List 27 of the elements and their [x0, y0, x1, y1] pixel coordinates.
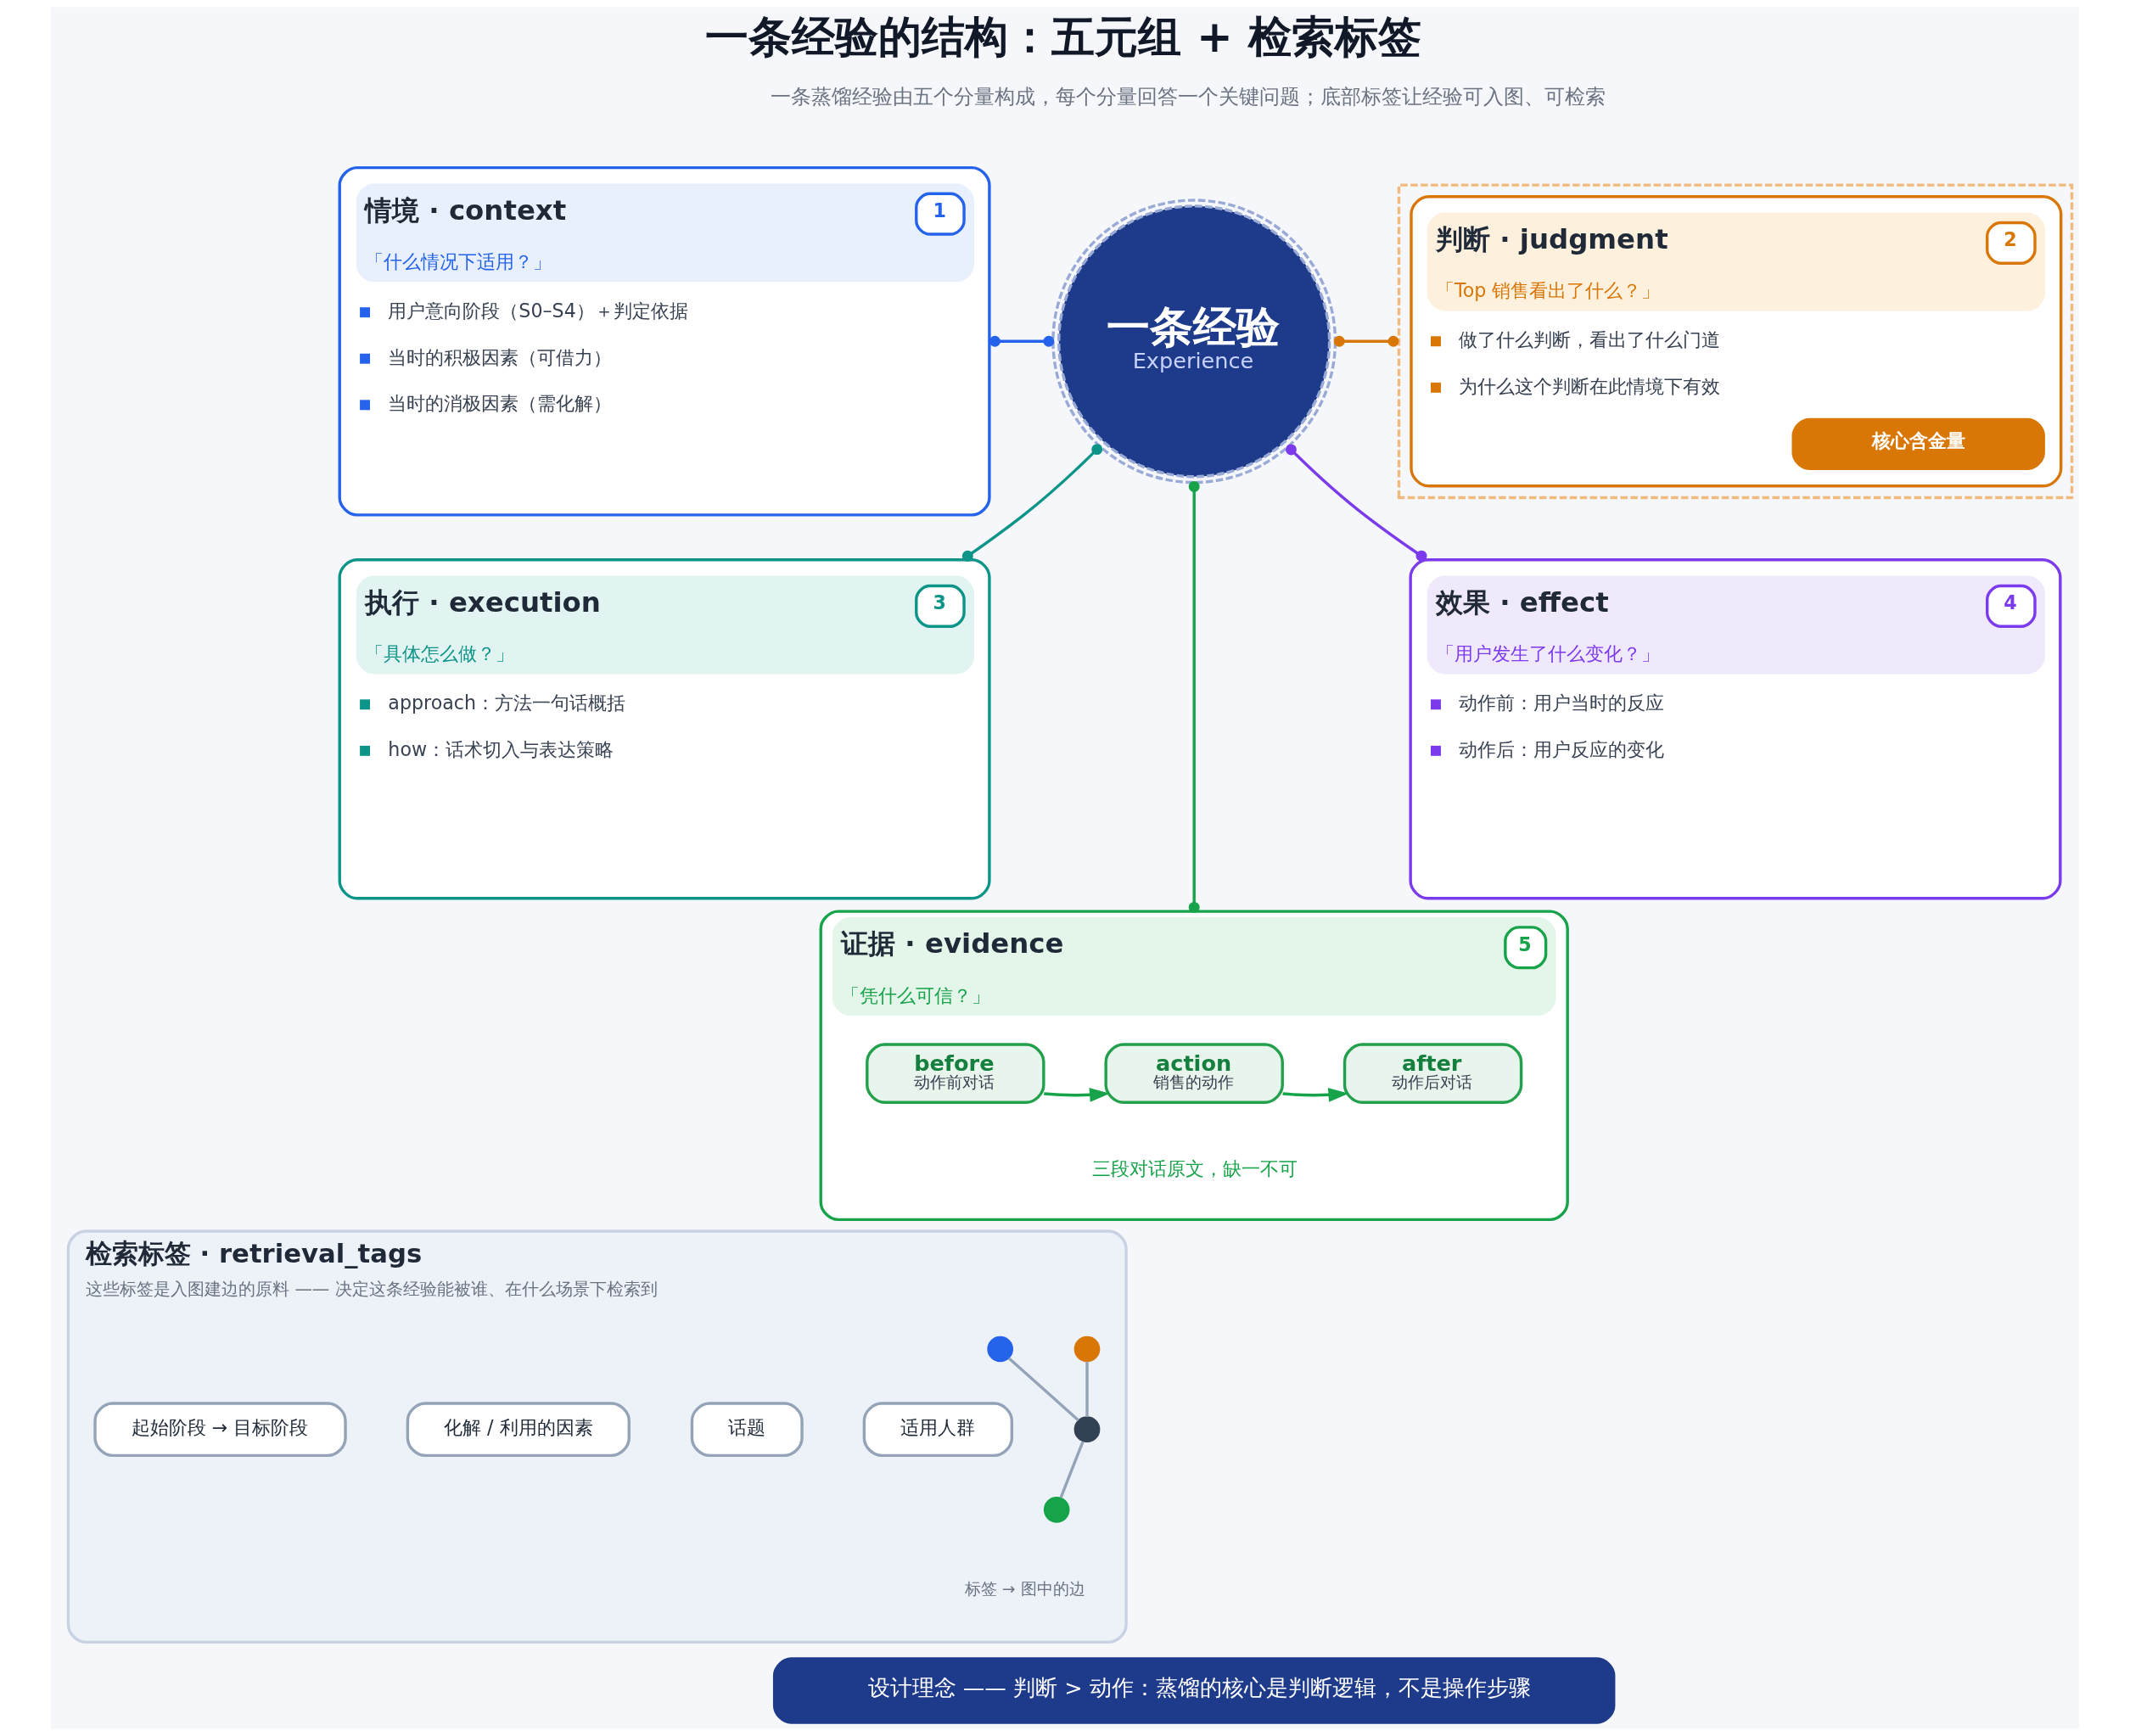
node-box: before 动作前对话	[866, 1043, 1045, 1104]
node-circle	[1073, 1416, 1101, 1442]
node-box: 起始阶段 → 目标阶段	[93, 1402, 347, 1458]
connector	[1059, 1441, 1085, 1498]
node-box: action 销售的动作	[1104, 1043, 1284, 1104]
connector	[1188, 480, 1200, 913]
label: 一条蒸馏经验由五个分量构成，每个分量回答一个关键问题；底部标签让经验可入图、可检索	[771, 85, 1606, 109]
label: 标签 → 图中的边	[964, 1579, 1085, 1598]
connector	[1007, 1357, 1079, 1422]
arrow	[1044, 1088, 1110, 1102]
connector	[1333, 335, 1399, 347]
node-box: 话题	[690, 1402, 804, 1458]
diagram-title: 一条经验的结构：五元组 + 检索标签	[705, 12, 1421, 63]
node-box: 化解 / 利用的因素	[406, 1402, 631, 1458]
connector	[989, 335, 1055, 347]
node-circle	[1043, 1496, 1070, 1523]
arrow	[1282, 1088, 1349, 1102]
node-circle	[987, 1336, 1014, 1363]
node-circle: 一条经验 Experience	[1051, 199, 1337, 484]
node-box: 设计理念 —— 判断 > 动作：蒸馏的核心是判断逻辑，不是操作步骤	[772, 1657, 1616, 1724]
connector	[961, 444, 1103, 562]
node-box: 适用人群	[862, 1402, 1014, 1458]
node-circle	[1073, 1336, 1101, 1363]
node-box: after 动作后对话	[1342, 1043, 1523, 1104]
connector	[1285, 444, 1427, 562]
connector	[1085, 1362, 1089, 1418]
node-box: 判断 · judgment 2 「Top 销售看出了什么？」 做了什么判断，看出了什么门道 为什么这个判断在此情境下有效 核心含金量	[1397, 183, 2074, 500]
